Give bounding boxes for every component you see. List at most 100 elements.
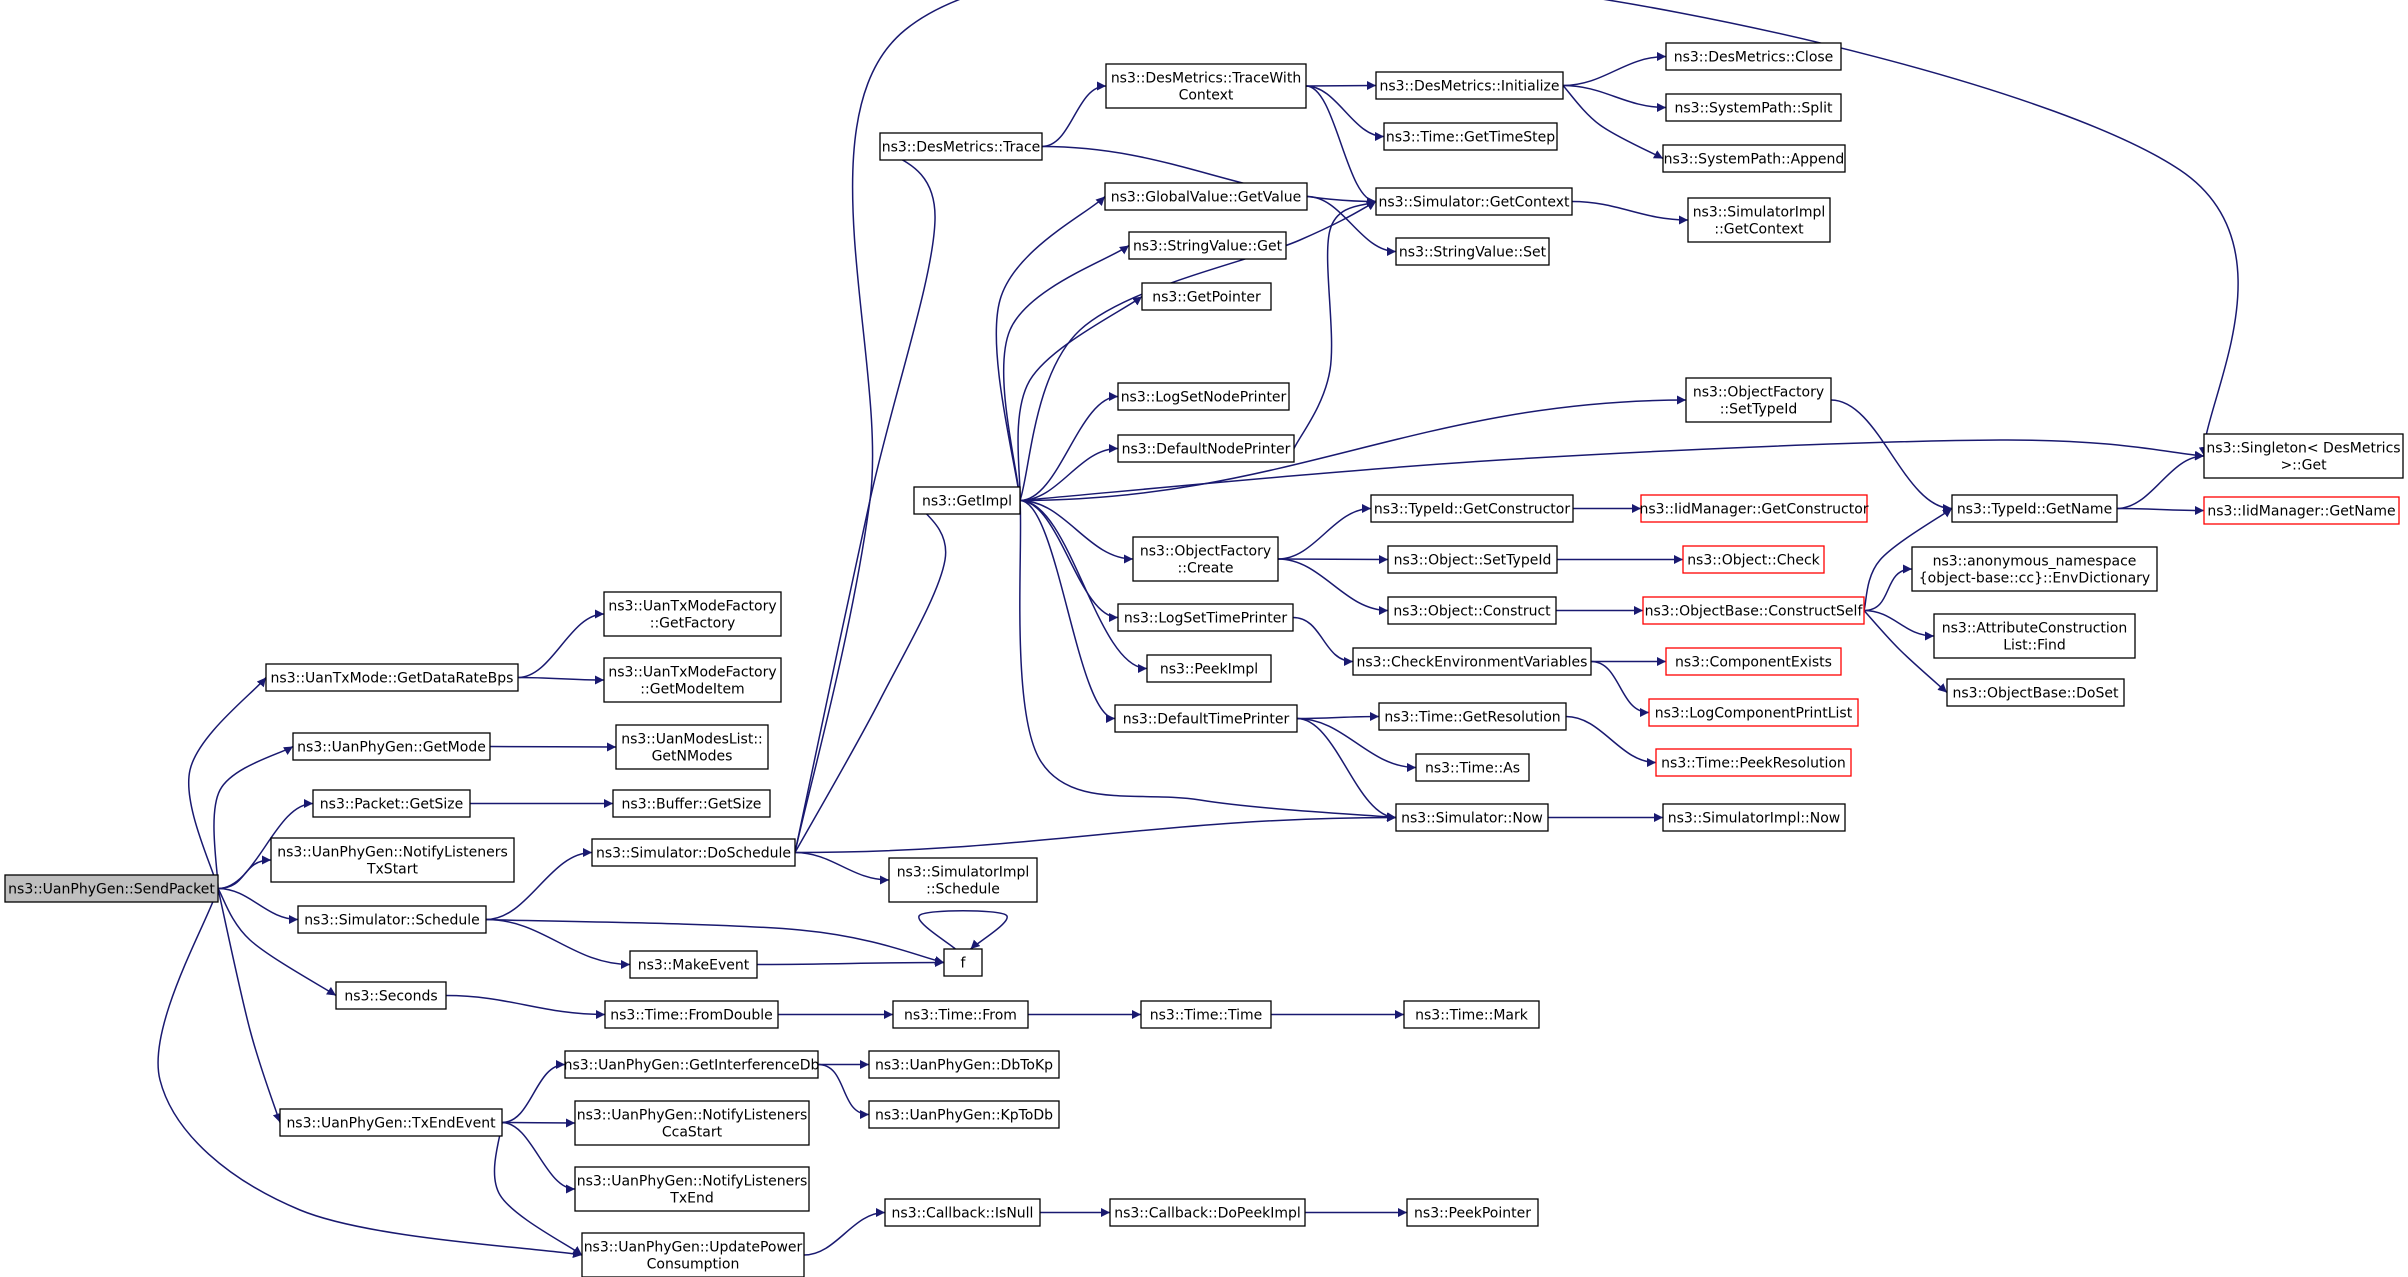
node-box <box>1117 603 1294 632</box>
function-node-ofcreate[interactable]: ns3::ObjectFactory::Create <box>1132 536 1279 582</box>
function-node-getmodeitem[interactable]: ns3::UanTxModeFactory::GetModeItem <box>603 657 782 703</box>
node-box <box>1665 647 1842 676</box>
function-node-iidgetname[interactable]: ns3::IidManager::GetName <box>2203 496 2400 525</box>
node-label: ns3::UanTxMode::GetDataRateBps <box>271 671 514 687</box>
function-node-timetime[interactable]: ns3::Time::Time <box>1140 1000 1272 1029</box>
function-node-stringvalueget[interactable]: ns3::StringValue::Get <box>1128 231 1287 260</box>
function-node-desinitialize[interactable]: ns3::DesMetrics::Initialize <box>1375 71 1564 100</box>
function-node-objectcheck[interactable]: ns3::Object::Check <box>1682 545 1825 574</box>
function-node-objectconstruct[interactable]: ns3::Object::Construct <box>1387 596 1557 625</box>
function-node-typeidgetconstructor[interactable]: ns3::TypeId::GetConstructor <box>1370 494 1574 523</box>
node-box <box>1114 704 1298 733</box>
function-node-fromdouble[interactable]: ns3::Time::FromDouble <box>604 1000 779 1029</box>
function-node-peekpointer[interactable]: ns3::PeekPointer <box>1406 1198 1539 1227</box>
function-node-dbtokp[interactable]: ns3::UanPhyGen::DbToKp <box>868 1050 1060 1079</box>
function-node-defaultnodeprinter[interactable]: ns3::DefaultNodePrinter <box>1117 434 1295 463</box>
function-node-gettimestep[interactable]: ns3::Time::GetTimeStep <box>1383 122 1558 151</box>
call-edge <box>1019 395 1687 502</box>
function-node-timegetresolution[interactable]: ns3::Time::GetResolution <box>1378 702 1567 731</box>
function-node-makeevent[interactable]: ns3::MakeEvent <box>629 950 758 979</box>
function-node-getinterferencedb[interactable]: ns3::UanPhyGen::GetInterferenceDb <box>564 1050 820 1079</box>
function-node-checkenv[interactable]: ns3::CheckEnvironmentVariables <box>1352 647 1592 676</box>
function-node-syspathappend[interactable]: ns3::SystemPath::Append <box>1662 144 1846 173</box>
function-node-singletonget[interactable]: ns3::Singleton< DesMetrics >::Get <box>2203 433 2404 479</box>
function-node-destrace[interactable]: ns3::DesMetrics::Trace <box>879 132 1043 161</box>
node-label: ns3::Seconds <box>344 989 437 1005</box>
call-edge <box>1590 660 1650 717</box>
function-node-globalgetvalue[interactable]: ns3::GlobalValue::GetValue <box>1104 182 1308 211</box>
function-node-txendevent[interactable]: ns3::UanPhyGen::TxEndEvent <box>279 1108 503 1137</box>
node-label: ns3::SystemPath::Split <box>1675 101 1833 117</box>
function-node-iidgetconstructor[interactable]: ns3::IidManager::GetConstructor <box>1639 494 1869 523</box>
call-edge <box>1277 558 1389 615</box>
node-label: ns3::Object::Check <box>1687 553 1820 569</box>
function-node-logsettimeprinter[interactable]: ns3::LogSetTimePrinter <box>1117 603 1294 632</box>
function-node-constructself[interactable]: ns3::ObjectBase::ConstructSelf <box>1642 596 1865 625</box>
node-label: ns3::Time::FromDouble <box>610 1008 773 1024</box>
node-label: ns3::TypeId::GetName <box>1957 502 2112 518</box>
function-node-logsetnodeprinter[interactable]: ns3::LogSetNodePrinter <box>1117 382 1290 411</box>
function-node-typeidgetname[interactable]: ns3::TypeId::GetName <box>1951 494 2118 523</box>
call-edge <box>1562 84 1664 160</box>
function-node-simschedule[interactable]: ns3::Simulator::Schedule <box>297 905 487 934</box>
function-node-simimplschedule[interactable]: ns3::SimulatorImpl::Schedule <box>888 857 1038 903</box>
function-node-doschedule[interactable]: ns3::Simulator::DoSchedule <box>591 838 796 867</box>
node-box <box>270 837 515 883</box>
function-node-componentexists[interactable]: ns3::ComponentExists <box>1665 647 1842 676</box>
function-node-timepeekresolution[interactable]: ns3::Time::PeekResolution <box>1655 748 1852 777</box>
function-node-timeas[interactable]: ns3::Time::As <box>1415 753 1530 782</box>
function-node-getdataratebps[interactable]: ns3::UanTxMode::GetDataRateBps <box>265 663 519 692</box>
node-box <box>879 132 1043 161</box>
node-box <box>574 1166 810 1212</box>
function-node-objectbasedoset[interactable]: ns3::ObjectBase::DoSet <box>1946 678 2125 707</box>
function-node-timemark[interactable]: ns3::Time::Mark <box>1403 1000 1540 1029</box>
function-node-isnull[interactable]: ns3::Callback::IsNull <box>884 1198 1041 1227</box>
node-label: ns3::DesMetrics::Close <box>1674 50 1834 66</box>
node-label: ns3::StringValue::Set <box>1399 245 1547 261</box>
function-node-getmode[interactable]: ns3::UanPhyGen::GetMode <box>292 732 491 761</box>
function-node-kptodb[interactable]: ns3::UanPhyGen::KpToDb <box>868 1100 1060 1129</box>
node-box <box>2203 496 2400 525</box>
function-node-buffergetsize[interactable]: ns3::Buffer::GetSize <box>612 789 771 818</box>
function-node-dopeekimpl[interactable]: ns3::Callback::DoPeekImpl <box>1109 1198 1306 1227</box>
node-label: ::GetModeItem <box>640 682 744 698</box>
function-node-defaulttimeprinter[interactable]: ns3::DefaultTimePrinter <box>1114 704 1298 733</box>
call-edge <box>445 994 606 1019</box>
function-node-f[interactable]: f <box>943 948 983 977</box>
call-edge <box>517 675 605 685</box>
function-node-simimplgetcontext[interactable]: ns3::SimulatorImpl::GetContext <box>1687 197 1831 243</box>
function-node-syspathsplit[interactable]: ns3::SystemPath::Split <box>1665 93 1842 122</box>
node-box <box>1141 282 1272 311</box>
function-node-getfactory[interactable]: ns3::UanTxModeFactory::GetFactory <box>603 591 782 637</box>
function-node-logcompprintlist[interactable]: ns3::LogComponentPrintList <box>1648 698 1859 727</box>
function-node-getpointer[interactable]: ns3::GetPointer <box>1141 282 1272 311</box>
function-node-getimpl[interactable]: ns3::GetImpl <box>913 486 1021 515</box>
function-node-desclose[interactable]: ns3::DesMetrics::Close <box>1665 42 1842 71</box>
function-node-packetgetsize[interactable]: ns3::Packet::GetSize <box>312 789 471 818</box>
call-edge <box>1019 500 1397 822</box>
function-node-objectsettypeid[interactable]: ns3::Object::SetTypeId <box>1387 545 1558 574</box>
function-node-simnow[interactable]: ns3::Simulator::Now <box>1395 803 1549 832</box>
function-node-simgetcontext[interactable]: ns3::Simulator::GetContext <box>1375 187 1573 216</box>
function-node-sendpacket[interactable]: ns3::UanPhyGen::SendPacket <box>4 874 219 903</box>
function-node-peekimpl[interactable]: ns3::PeekImpl <box>1146 654 1272 683</box>
node-label: ns3::Packet::GetSize <box>320 797 463 813</box>
function-node-stringvalueset[interactable]: ns3::StringValue::Set <box>1395 237 1550 266</box>
function-node-seconds[interactable]: ns3::Seconds <box>335 981 447 1010</box>
call-edge <box>1292 616 1354 666</box>
call-edge <box>995 195 1106 501</box>
function-node-simimplnow[interactable]: ns3::SimulatorImpl::Now <box>1662 803 1846 832</box>
function-node-timefrom[interactable]: ns3::Time::From <box>892 1000 1029 1029</box>
node-label: ns3::UanPhyGen::DbToKp <box>875 1058 1053 1074</box>
call-edge <box>1017 295 1143 501</box>
function-node-getnmodes[interactable]: ns3::UanModesList::GetNModes <box>615 724 769 770</box>
function-node-ofsettypeid[interactable]: ns3::ObjectFactory::SetTypeId <box>1685 377 1832 423</box>
function-node-envdictionary[interactable]: ns3::anonymous_namespace{object-base::cc… <box>1911 546 2158 592</box>
node-label: ns3::DesMetrics::Trace <box>882 140 1041 156</box>
